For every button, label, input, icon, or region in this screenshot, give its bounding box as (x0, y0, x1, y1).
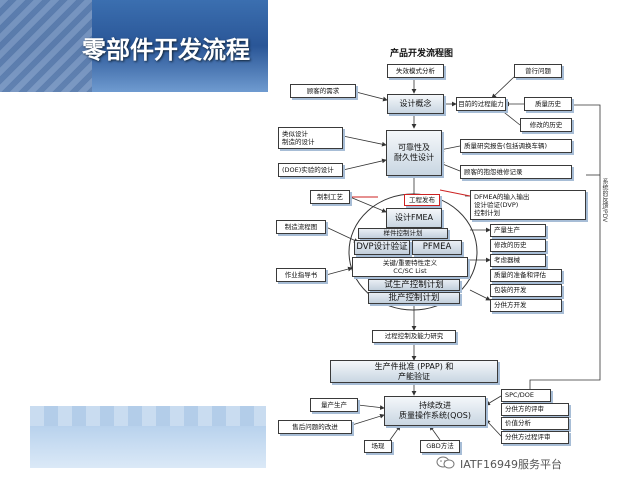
field-node: 场现 (364, 440, 392, 453)
sample-control-plan-node: 样件控制计划 (358, 228, 448, 239)
spc-doe-node: SPC/DOE (501, 389, 551, 402)
ppap-node: 生产件批准 (PPAP) 和 产能验证 (330, 360, 498, 383)
pfmea-node: PFMEA (412, 240, 462, 255)
side-note: 系统的反馈/PDV (601, 178, 608, 223)
diagram-title: 产品开发流程图 (390, 49, 454, 59)
supplier-audit-node: 分供方过程评审 (501, 431, 569, 444)
assessment-method-node: 考虑器械 (490, 254, 546, 267)
after-sales-node: 售后问题的改进 (278, 420, 352, 434)
doe-experiment-node: (DOE)实验的设计 (278, 163, 343, 177)
gbd-node: GBD方法 (420, 440, 460, 453)
supplier-dev-node: 分供方开发 (490, 299, 562, 312)
dfmea-io-node: DFMEA的输入输出 设计验证(DVP) 控制计划 (470, 190, 586, 220)
dvp-verification-node: DVP设计验证 (354, 240, 410, 255)
slide-title: 零部件开发流程 (82, 36, 250, 64)
quality-report-node: 质量研究报告(包括调换车辆) (460, 139, 572, 153)
work-instructions-node: 作业指导书 (276, 268, 326, 282)
process-capability-study-node: 过程控制及能力研究 (372, 330, 456, 343)
supplier-evaluation-node: 分供方的评审 (501, 403, 569, 416)
prior-problems-node: 曾行问题 (514, 64, 562, 78)
design-fmea-node: 设计FMEA (386, 208, 442, 228)
wechat-icon (436, 456, 455, 469)
title-banner: 零部件开发流程 (0, 0, 268, 92)
engineering-release-node: 工程发布 (404, 194, 440, 206)
process-flow-node: 制造流程图 (276, 220, 326, 234)
quantity-prep-node: 质量的准备和评估 (490, 269, 562, 282)
decorative-panel (30, 406, 266, 468)
change-history-node: 修改的历史 (520, 118, 572, 132)
reliability-design-node: 可靠性及 耐久性设计 (386, 130, 442, 176)
manufacturing-process-node: 制制工艺 (310, 190, 350, 204)
pilot-production-node: 产量生产 (490, 224, 546, 237)
key-characteristics-node: 关键/重要特性定义 CC/SC List (352, 257, 468, 277)
continuous-improvement-node: 持续改进 质量操作系统(QOS) (384, 396, 486, 426)
production-control-plan-node: 批产控制计划 (368, 292, 460, 304)
watermark: IATF16949服务平台 (460, 458, 562, 471)
design-concept-node: 设计概念 (387, 94, 444, 114)
customer-needs-node: 顾客的需求 (290, 84, 356, 98)
customer-complaints-node: 顾客的抱怨维修记录 (460, 165, 572, 179)
pilot-control-plan-node: 试生产控制计划 (368, 279, 460, 291)
failure-mode-node: 失效模式分析 (387, 64, 444, 78)
quality-history-node: 质量历史 (524, 97, 572, 111)
banner-photo (0, 0, 92, 92)
similar-design-node: 类似设计 制造的设计 (278, 127, 343, 149)
mass-production-node: 量产生产 (310, 398, 358, 412)
current-capability-node: 目前的过程能力 (456, 97, 506, 111)
change-history-right-node: 修改的历史 (490, 239, 546, 252)
packaging-dev-node: 包装的开发 (490, 284, 562, 297)
value-analysis-node: 价值分析 (501, 417, 569, 430)
